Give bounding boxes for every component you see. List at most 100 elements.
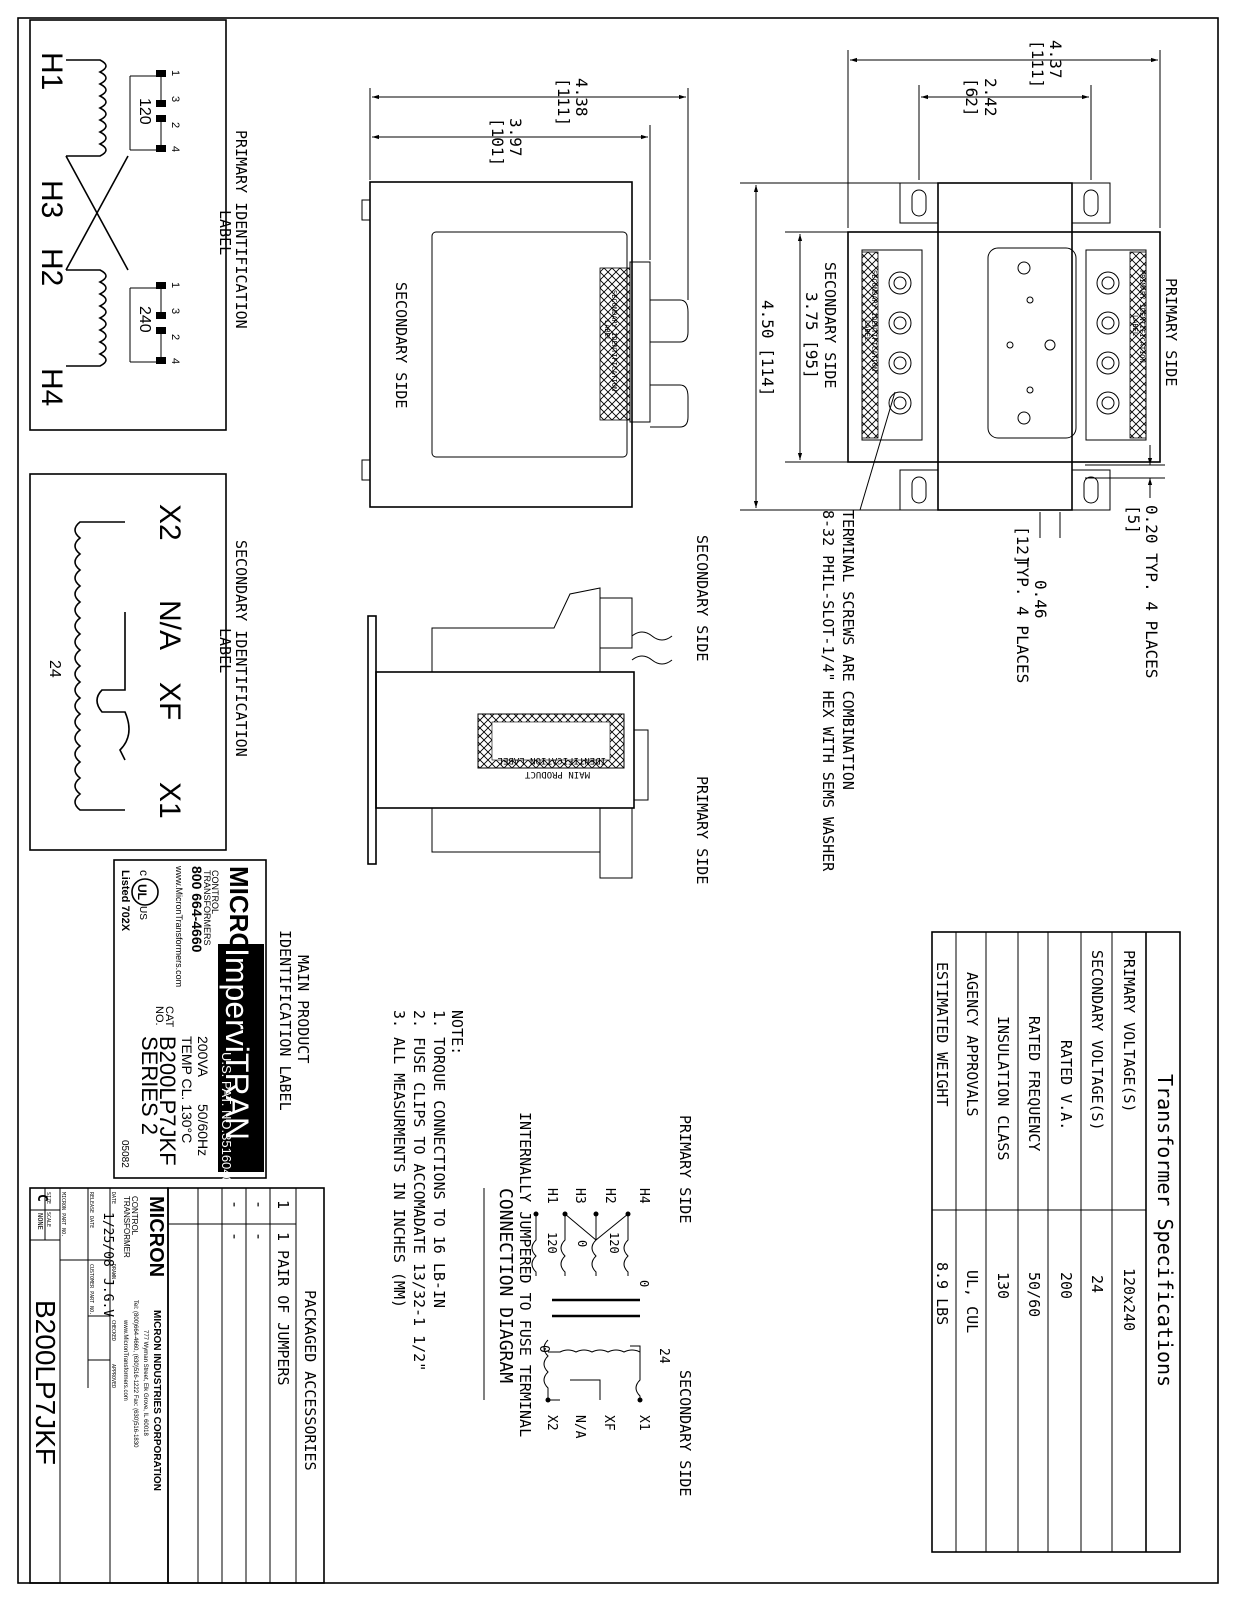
conn-v120b: 120 <box>545 1232 559 1254</box>
primary-id-title-1: PRIMARY IDENTIFICATION <box>232 130 250 329</box>
conn-h2: H2 <box>602 1188 617 1204</box>
secondary-id-title-2: LABEL <box>216 628 234 673</box>
tb-scale-label: SCALE <box>45 1212 51 1227</box>
side-view-label-1: SECONDARY IDENTIFICATION <box>610 290 618 391</box>
spec-value-secondary: 24 <box>1088 1275 1106 1293</box>
tb-logo-sub-1: CONTROL <box>130 1196 139 1236</box>
tb-address: 777 Wyman Street, Elk Grove, IL 60018 <box>142 1330 148 1436</box>
end-view: MAIN PRODUCT IDENTIFICATION LABEL SECOND… <box>367 535 711 884</box>
tb-scale: NONE <box>36 1213 44 1230</box>
main-label-model: B200LP7JKF <box>155 1036 180 1166</box>
main-label-listed: Listed 702X <box>119 870 131 932</box>
main-label-no: NO. <box>153 1006 165 1026</box>
tb-checked-label: CHECKED <box>110 1320 116 1341</box>
dim-0-46-mm: [12] <box>1013 526 1032 565</box>
dim-2-42: 2.42 <box>981 78 1000 117</box>
conn-h3: H3 <box>572 1188 587 1204</box>
secondary-na: N/A <box>153 600 186 650</box>
tb-drawn-label: DRAWN <box>110 1264 116 1279</box>
notes-heading: NOTE: <box>448 1010 466 1055</box>
accessory-qty-3: - <box>226 1200 244 1209</box>
dim-4-38: 4.38 <box>572 78 591 117</box>
main-label-cat: CAT <box>163 1006 175 1027</box>
secondary-id-label-small: SECONDARY IDENTIFICATION <box>870 270 878 371</box>
main-label-code: 05082 <box>119 1140 130 1168</box>
conn-zero-b: 0 <box>575 1240 589 1247</box>
primary-v240: 240 <box>136 306 153 333</box>
primary-pin-2a: 2 <box>169 122 181 128</box>
accessory-qty-2: - <box>250 1200 268 1209</box>
tb-company: MICRON INDUSTRIES CORPORATION <box>151 1310 162 1491</box>
conn-secondary-side: SECONDARY SIDE <box>676 1370 694 1496</box>
accessories-heading: PACKAGED ACCESSORIES <box>301 1290 319 1471</box>
primary-h2: H2 <box>35 248 68 286</box>
conn-xf: XF <box>601 1415 616 1431</box>
primary-id-label: PRIMARY IDENTIFICATION LABEL H1 H3 H2 H4… <box>29 19 250 431</box>
conn-zero-a: 0 <box>637 1280 651 1287</box>
sheet-border <box>17 17 1219 1584</box>
dim-4-37: 4.37 <box>1046 40 1065 79</box>
tb-size-label: SIZE <box>45 1192 51 1204</box>
secondary-x1: X1 <box>153 782 186 819</box>
spec-label-primary: PRIMARY VOLTAGE(S) <box>1120 950 1138 1113</box>
main-label-brand: MICRON <box>224 866 254 971</box>
dim-2-42-mm: [62] <box>962 78 981 117</box>
tb-logo: MICRON <box>145 1196 167 1277</box>
side-view-label-2: LABEL <box>603 320 611 341</box>
conn-h1: H1 <box>544 1188 559 1204</box>
primary-pin-3b: 3 <box>169 308 181 314</box>
conn-v120a: 120 <box>607 1232 621 1254</box>
primary-pin-4b: 4 <box>169 358 181 364</box>
top-view: PRIMARY IDENTIFICATION LABEL SECONDARY I… <box>740 40 1180 872</box>
primary-pin-2b: 2 <box>169 334 181 340</box>
main-label-title-2: IDENTIFICATION LABEL <box>276 930 294 1111</box>
ul-mark-icon <box>131 878 159 906</box>
main-label-temp: TEMP CL. 130°C <box>179 1036 195 1143</box>
side-view-secondary-side: SECONDARY SIDE <box>392 282 410 408</box>
conn-subtitle: INTERNALLY JUMPERED TO FUSE TERMINAL <box>516 1112 534 1437</box>
spec-label-approvals: AGENCY APPROVALS <box>963 972 981 1117</box>
dim-4-37-mm: [111] <box>1028 40 1047 88</box>
conn-na: N/A <box>572 1415 587 1439</box>
conn-x1: X1 <box>636 1415 651 1431</box>
spec-value-insulation: 130 <box>994 1272 1012 1299</box>
secondary-x2: X2 <box>153 504 186 541</box>
spec-value-va: 200 <box>1057 1272 1075 1299</box>
spec-value-weight: 8.9 LBS <box>933 1262 951 1325</box>
primary-id-title-2: LABEL <box>216 210 234 255</box>
spec-label-va: RATED V.A. <box>1057 1040 1075 1130</box>
dim-3-97: 3.97 <box>506 118 525 157</box>
dim-3-75: 3.75 [95] <box>802 292 821 379</box>
end-view-secondary-side: SECONDARY SIDE <box>693 535 711 661</box>
primary-pin-3a: 3 <box>169 96 181 102</box>
main-label-series: SERIES 2 <box>137 1036 162 1135</box>
dim-0-46-note: TYP. 4 PLACES <box>1013 558 1032 683</box>
tb-size: C <box>34 1194 49 1202</box>
side-view: SECONDARY IDENTIFICATION LABEL SECONDARY… <box>361 78 689 508</box>
tb-date: 1/25/08 <box>100 1212 115 1267</box>
main-label-sub-1: CONTROL <box>210 870 220 914</box>
spec-label-weight: ESTIMATED WEIGHT <box>933 962 951 1107</box>
note-1: 1. TORQUE CONNECTIONS TO 16 LB-IN <box>430 1010 448 1308</box>
primary-h1: H1 <box>35 52 68 90</box>
specifications-table: Transformer Specifications PRIMARY VOLTA… <box>931 931 1181 1553</box>
end-view-primary-side: PRIMARY SIDE <box>693 776 711 884</box>
conn-v24: 24 <box>656 1348 671 1364</box>
secondary-v24: 24 <box>46 660 63 678</box>
main-label-product: ImperviTRAN <box>219 948 255 1140</box>
main-label-patent: U.S. PAT. NO.3516040 <box>219 1052 234 1184</box>
tb-approved-label: APPROVED <box>110 1364 116 1388</box>
dim-3-97-mm: [101] <box>488 118 507 166</box>
tb-micron-part-label: MICRON PART NO. <box>60 1192 66 1237</box>
main-label-va: 200VA <box>195 1036 211 1078</box>
primary-v120: 120 <box>136 98 153 125</box>
tb-date-label: DATE <box>110 1192 116 1204</box>
primary-h3: H3 <box>35 180 68 218</box>
note-3: 3. ALL MEASURMENTS IN INCHES (MM) <box>390 1010 408 1308</box>
secondary-id-title-1: SECONDARY IDENTIFICATION <box>232 540 250 757</box>
primary-pin-1a: 1 <box>169 70 181 76</box>
end-view-label-2: IDENTIFICATION LABEL <box>498 755 606 765</box>
main-product-label: MAIN PRODUCT IDENTIFICATION LABEL MICRON… <box>113 859 312 1184</box>
tb-part-number: B200LP7JKF <box>30 1300 61 1465</box>
